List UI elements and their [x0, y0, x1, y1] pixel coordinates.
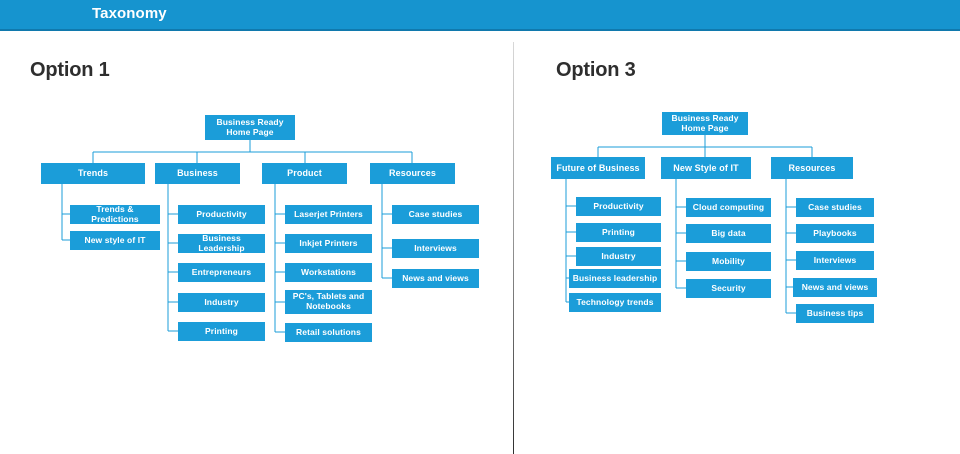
option-1-leaf-new-style-of-it[interactable]: New style of IT [70, 231, 160, 250]
option-3-leaf-cloud-computing[interactable]: Cloud computing [686, 198, 771, 217]
option-3-title: Option 3 [556, 59, 636, 81]
option-3-leaf-interviews[interactable]: Interviews [796, 251, 874, 270]
option-3-leaf-big-data[interactable]: Big data [686, 224, 771, 243]
option-1-branch-trends[interactable]: Trends [41, 163, 145, 184]
option-1-title: Option 1 [30, 59, 110, 81]
option-1-leaf-workstations[interactable]: Workstations [285, 263, 372, 282]
option-3-leaf-security[interactable]: Security [686, 279, 771, 298]
option-3-leaf-mobility[interactable]: Mobility [686, 252, 771, 271]
option-1-leaf-business-leadership[interactable]: Business Leadership [178, 233, 265, 253]
option-1-branch-resources[interactable]: Resources [370, 163, 455, 184]
option-1-branch-product[interactable]: Product [262, 163, 347, 184]
option-1-leaf-retail-solutions[interactable]: Retail solutions [285, 323, 372, 342]
option-3-leaf-printing[interactable]: Printing [576, 223, 661, 242]
option-3-leaf-business-tips[interactable]: Business tips [796, 304, 874, 323]
option-1-branch-business[interactable]: Business [155, 163, 240, 184]
option-3-leaf-news-and-views[interactable]: News and views [793, 278, 877, 297]
option-3-root-node[interactable]: Business Ready Home Page [662, 112, 748, 135]
option-1-leaf-industry[interactable]: Industry [178, 293, 265, 312]
option-1-root-node[interactable]: Business Ready Home Page [205, 115, 295, 140]
option-3-branch-future-of-business[interactable]: Future of Business [551, 157, 645, 179]
option-3-leaf-productivity[interactable]: Productivity [576, 197, 661, 216]
option-1-leaf-inkjet-printers[interactable]: Inkjet Printers [285, 234, 372, 253]
option-3-leaf-technology-trends[interactable]: Technology trends [569, 293, 661, 312]
option-3-leaf-industry[interactable]: Industry [576, 247, 661, 266]
vertical-divider [513, 42, 514, 454]
option-1-leaf-laserjet-printers[interactable]: Laserjet Printers [285, 205, 372, 224]
option-1-leaf-pcs-tablets-notebooks[interactable]: PC's, Tablets and Notebooks [285, 290, 372, 314]
option-3-branch-new-style-of-it[interactable]: New Style of IT [661, 157, 751, 179]
option-1-leaf-news-and-views[interactable]: News and views [392, 269, 479, 288]
option-3-leaf-playbooks[interactable]: Playbooks [796, 224, 874, 243]
option-1-leaf-entrepreneurs[interactable]: Entrepreneurs [178, 263, 265, 282]
page-title: Taxonomy [92, 5, 167, 22]
option-3-leaf-case-studies[interactable]: Case studies [796, 198, 874, 217]
option-3-branch-resources[interactable]: Resources [771, 157, 853, 179]
option-1-leaf-trends-predictions[interactable]: Trends & Predictions [70, 204, 160, 224]
option-1-leaf-interviews[interactable]: Interviews [392, 239, 479, 258]
option-1-leaf-case-studies[interactable]: Case studies [392, 205, 479, 224]
option-1-leaf-productivity[interactable]: Productivity [178, 205, 265, 224]
option-1-leaf-printing[interactable]: Printing [178, 322, 265, 341]
app-header-bar [0, 0, 960, 31]
option-3-leaf-business-leadership[interactable]: Business leadership [569, 269, 661, 288]
